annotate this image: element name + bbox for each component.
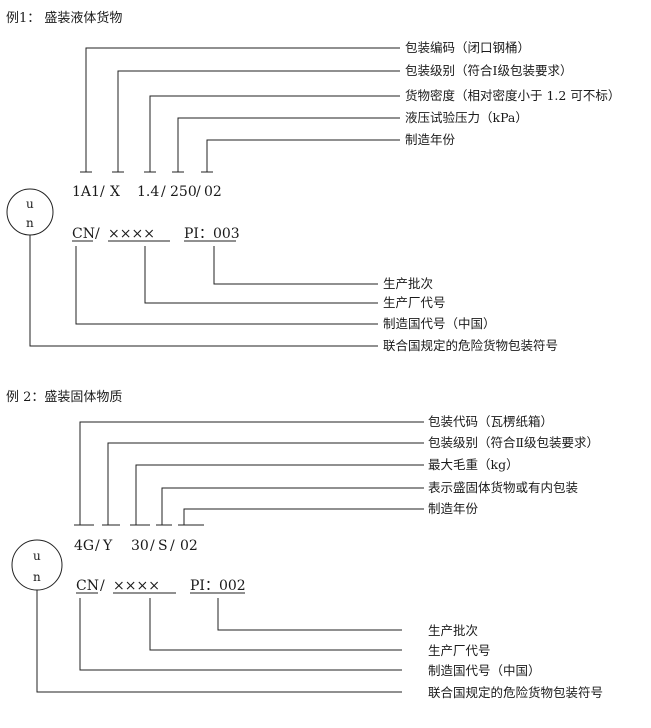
label-factory: 生产厂代号 <box>428 643 491 658</box>
code-factory: ×××× <box>108 226 155 242</box>
code-gross: 30 <box>131 538 149 554</box>
label-year: 制造年份 <box>428 501 479 516</box>
code-solid: S <box>158 538 168 554</box>
code-slash: / <box>150 538 155 554</box>
code-pkg-level: Y <box>102 538 113 554</box>
leader-batch <box>213 246 378 285</box>
code-slash: / <box>95 538 100 554</box>
leader-year <box>206 139 400 172</box>
code-density: 1.4 <box>137 184 159 200</box>
code-line-1: 4G / Y 30 / S / 02 <box>74 538 198 554</box>
code-year: 02 <box>204 184 222 200</box>
code-pkg-code: 4G <box>74 538 94 554</box>
leader-un-symbol <box>29 235 378 347</box>
code-line-2: CN / ×××× PI：002 <box>76 578 246 594</box>
label-gross: 最大毛重（kg） <box>428 457 519 472</box>
label-pkg-code: 包装编码（闭口钢桶） <box>405 40 530 55</box>
label-pressure: 液压试验压力（kPa） <box>405 110 528 125</box>
code-slash: / <box>100 578 105 594</box>
code-pkg-level: X <box>110 184 120 200</box>
code-country: CN <box>76 578 99 594</box>
code-line-1: 1A1 / X 1.4 / 250 / 02 <box>72 184 222 200</box>
label-batch: 生产批次 <box>428 623 478 638</box>
label-un-symbol: 联合国规定的危险货物包装符号 <box>428 685 603 700</box>
code-pressure: 250 <box>170 184 197 200</box>
code-slash: / <box>95 226 100 242</box>
code-year: 02 <box>180 538 198 554</box>
code-pkg-code: 1A1 <box>72 184 100 200</box>
label-country: 制造国代号（中国） <box>428 663 541 678</box>
code-line-2: CN / ×××× PI：003 <box>72 226 240 242</box>
leader-pkg-level <box>107 442 424 525</box>
leader-solid <box>161 487 424 525</box>
label-density: 货物密度（相对密度小于 1.2 可不标） <box>405 88 620 103</box>
example-2-title: 例 2：盛装固体物质 <box>6 390 122 405</box>
leader-gross <box>135 464 424 525</box>
code-slash: / <box>170 538 175 554</box>
label-country: 制造国代号（中国） <box>383 316 496 331</box>
code-batch: PI：003 <box>184 226 240 242</box>
leader-factory <box>144 246 378 304</box>
code-factory: ×××× <box>113 578 160 594</box>
leader-un-symbol <box>36 590 402 693</box>
un-symbol: u n <box>6 188 54 236</box>
code-country: CN <box>72 226 95 242</box>
label-factory: 生产厂代号 <box>383 295 446 310</box>
un-symbol: u n <box>11 539 63 591</box>
un-letter-n: n <box>26 216 34 230</box>
label-un-symbol: 联合国规定的危险货物包装符号 <box>383 338 558 353</box>
example-1-title: 例1： 盛装液体货物 <box>6 10 122 26</box>
code-slash: / <box>161 184 166 200</box>
un-letter-n: n <box>33 570 41 584</box>
label-year: 制造年份 <box>405 132 456 147</box>
un-letter-u: u <box>26 197 34 211</box>
code-batch: PI：002 <box>190 578 246 594</box>
leader-country <box>75 246 378 325</box>
code-slash: / <box>196 184 201 200</box>
leader-year <box>183 508 424 525</box>
un-letter-u: u <box>33 549 41 563</box>
leader-density <box>149 95 400 172</box>
example-2: 例 2：盛装固体物质 包装代码（瓦楞纸箱） 包装级别（符合Ⅱ级包装要求） 最大毛… <box>6 390 603 700</box>
leader-batch <box>217 598 402 631</box>
label-pkg-level: 包装级别（符合Ⅱ级包装要求） <box>428 435 599 450</box>
leader-pressure <box>177 117 400 172</box>
leader-pkg-code <box>79 421 424 525</box>
leader-pkg-level <box>117 70 400 172</box>
leader-pkg-code <box>85 47 400 172</box>
label-solid: 表示盛固体货物或有内包装 <box>428 480 578 495</box>
leader-factory <box>149 598 402 651</box>
label-pkg-level: 包装级别（符合Ⅰ级包装要求） <box>405 63 572 78</box>
code-slash: / <box>100 184 105 200</box>
leader-country <box>79 598 402 671</box>
label-pkg-code: 包装代码（瓦楞纸箱） <box>428 414 553 429</box>
example-1: 例1： 盛装液体货物 包装编码（闭口钢桶） 包装级别（符合Ⅰ级包装要求） 货物密… <box>6 10 620 353</box>
label-batch: 生产批次 <box>383 276 433 291</box>
